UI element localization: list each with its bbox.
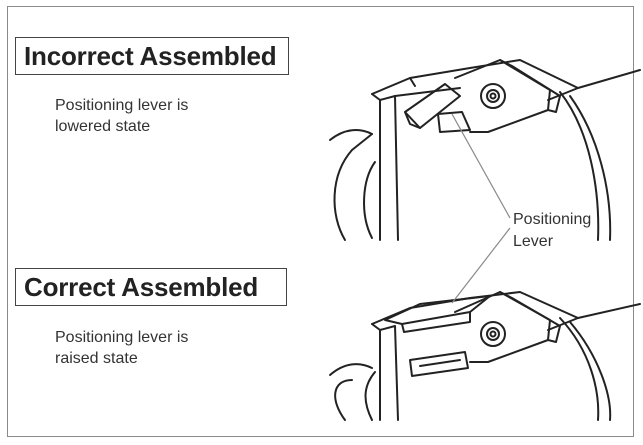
positioning-lever-callout: Positioning Lever [513, 209, 591, 253]
incorrect-description-line1: Positioning lever is [55, 97, 189, 114]
incorrect-assembled-title: Incorrect Assembled [15, 37, 289, 75]
leader-line-upper [451, 113, 511, 219]
correct-description-line1: Positioning lever is [55, 329, 189, 346]
incorrect-clamp-drawing [329, 59, 641, 241]
callout-line2: Lever [513, 233, 554, 250]
incorrect-description-line2: lowered state [55, 118, 151, 135]
callout-line1: Positioning [513, 211, 592, 228]
leader-line-lower [451, 227, 511, 304]
incorrect-description: Positioning lever is lowered state [55, 95, 205, 137]
correct-clamp-drawing [329, 291, 641, 421]
correct-description-line2: raised state [55, 350, 138, 367]
correct-assembled-title: Correct Assembled [15, 268, 287, 306]
callout-leader-lines [451, 113, 511, 304]
correct-description: Positioning lever is raised state [55, 327, 205, 369]
